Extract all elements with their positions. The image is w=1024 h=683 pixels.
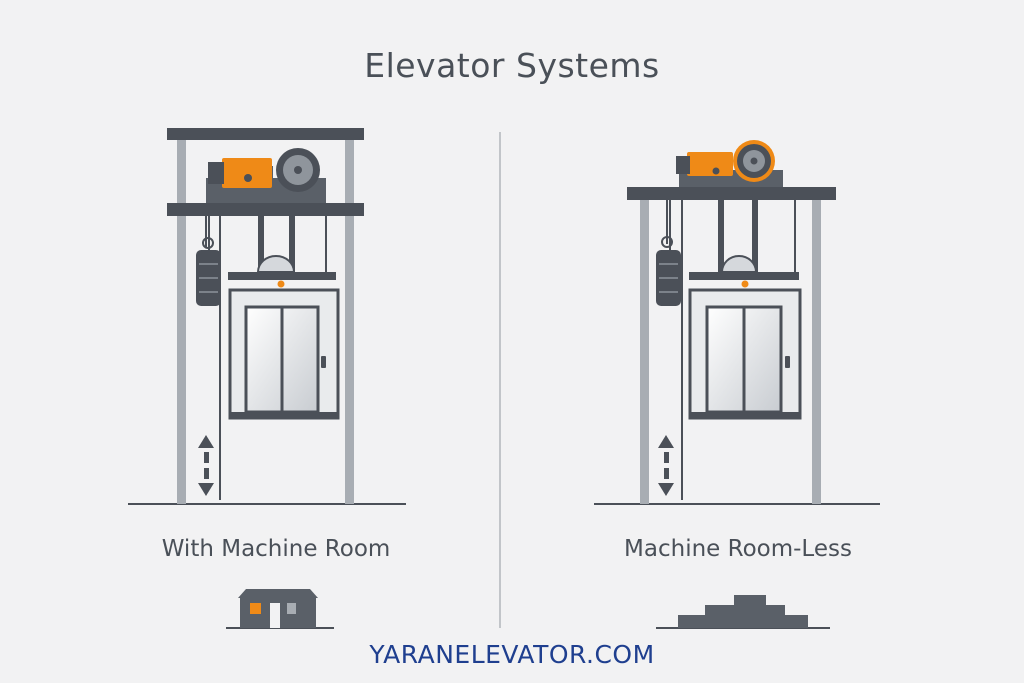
panel-label-machine-room-less: Machine Room-Less — [624, 536, 852, 562]
top-beam — [627, 187, 836, 200]
building-with-machine-room-icon — [226, 589, 334, 629]
elevator-car — [688, 255, 802, 420]
up-down-arrow-icon — [658, 435, 674, 496]
elevator-car — [228, 255, 340, 420]
stepped-roofline-icon — [656, 595, 830, 629]
counterweight — [656, 236, 681, 306]
page-title: Elevator Systems — [364, 46, 660, 85]
guide-rail-right — [345, 140, 354, 504]
call-button-panel — [321, 356, 326, 368]
roof-beam — [167, 128, 364, 140]
with-machine-room-diagram — [128, 128, 406, 505]
counterweight — [196, 237, 221, 306]
traction-machine-icon — [206, 148, 326, 203]
guide-rail-right — [812, 200, 821, 504]
machine-room-less-diagram — [594, 140, 880, 505]
up-down-arrow-icon — [198, 435, 214, 496]
traction-machine-icon — [676, 140, 783, 187]
guide-rail-left — [177, 140, 186, 504]
footer-website: YARANELEVATOR.COM — [369, 640, 655, 669]
call-button-panel — [785, 356, 790, 368]
guide-rail-left — [640, 200, 649, 504]
machine-floor-beam — [167, 203, 364, 216]
panel-label-with-machine-room: With Machine Room — [161, 536, 391, 562]
